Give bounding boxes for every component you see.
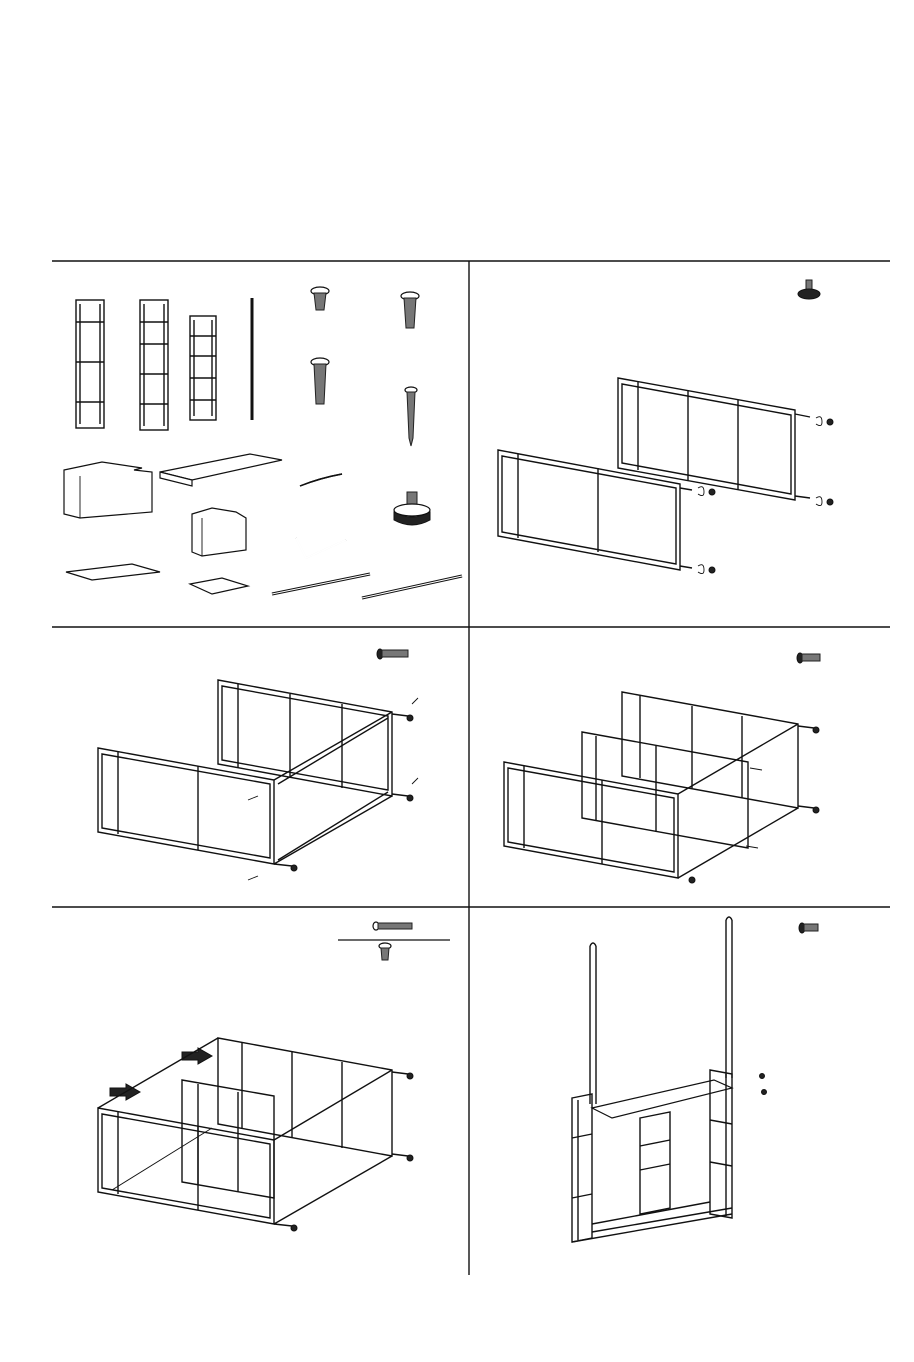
adjustable-foot-icon xyxy=(798,280,820,299)
short-bolt-icon xyxy=(797,653,820,663)
step-uprights-panel xyxy=(470,908,890,1274)
step-side-frame-panel xyxy=(52,628,468,906)
short-bolt-icon xyxy=(799,923,818,933)
long-bolt-icon xyxy=(373,922,412,930)
allen-key-icon xyxy=(296,538,346,558)
bolt-marks xyxy=(760,1074,767,1095)
side-frame-drawing xyxy=(498,450,692,570)
upright-rod-drawing xyxy=(590,917,732,1104)
long-bolt-icon xyxy=(311,358,329,404)
frame-assembly-drawing xyxy=(98,1038,408,1226)
step-middle-frame-panel xyxy=(470,628,890,906)
frame-assembly-drawing xyxy=(504,692,814,878)
short-bolt-icon xyxy=(377,649,408,659)
bolt-marks xyxy=(291,1073,413,1231)
step-feet-panel xyxy=(470,262,890,626)
adjustable-foot-icon xyxy=(394,492,430,525)
side-frame-part xyxy=(140,300,168,430)
step-bottom-panel-panel xyxy=(52,908,468,1274)
side-frame-drawing xyxy=(618,378,810,500)
short-bolt-icon xyxy=(379,943,391,960)
small-panel-part xyxy=(192,508,246,556)
shelf-board-part xyxy=(160,454,282,486)
bottom-plate-part xyxy=(66,564,160,580)
long-bolt-icon xyxy=(401,292,419,328)
side-frame-part xyxy=(76,300,104,428)
back-panel-part xyxy=(64,462,152,518)
frame-assembly-drawing xyxy=(98,680,408,866)
short-bolt-icon xyxy=(311,287,329,310)
wood-screw-icon xyxy=(405,387,417,446)
parts-list-panel xyxy=(52,262,468,626)
middle-frame-part xyxy=(190,316,216,420)
small-plate-part xyxy=(190,578,248,594)
